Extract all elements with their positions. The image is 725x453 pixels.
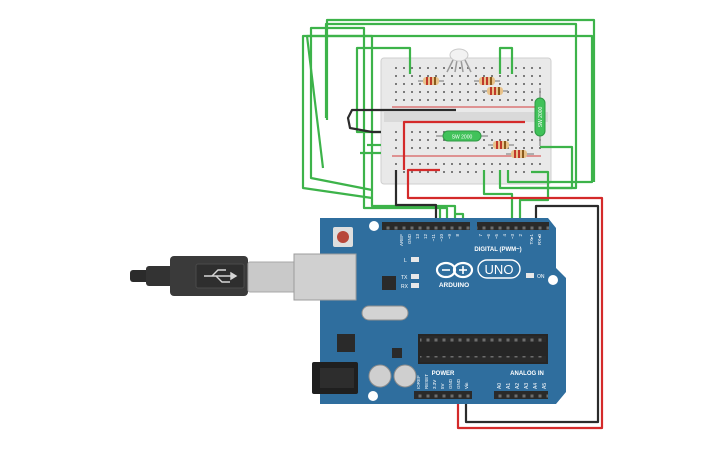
wire-green-loop-top-3 — [325, 18, 596, 182]
regulator — [337, 334, 355, 352]
switch-center[interactable]: SW 2000 — [436, 130, 488, 142]
wire-green-top-right — [498, 46, 514, 74]
pin-label: TX▸1 — [529, 234, 534, 245]
resistor-1[interactable] — [418, 77, 444, 85]
pin-label: AREF — [399, 234, 404, 246]
usb-port — [293, 253, 357, 301]
model-badge — [477, 259, 521, 279]
led-tx — [411, 274, 419, 279]
chip-small — [382, 276, 396, 290]
wire-green-right-1 — [520, 145, 574, 190]
wire-green-right-3 — [518, 170, 550, 228]
wire-black-power — [464, 204, 600, 424]
mounting-hole-right — [548, 275, 558, 285]
pin-label: RX◂0 — [537, 234, 542, 246]
usb-cable[interactable] — [130, 256, 297, 296]
brand-label: ARDUINO — [439, 282, 469, 289]
pin-label: 7 — [478, 234, 483, 237]
pin-label: Vin — [464, 382, 469, 389]
pin-label: 2 — [518, 234, 523, 237]
pin-label: 8 — [455, 234, 460, 237]
red-wires[interactable] — [402, 120, 604, 430]
resistor-3[interactable] — [482, 87, 508, 95]
power-header[interactable] — [414, 391, 472, 399]
resistor-4[interactable] — [488, 141, 514, 149]
digital-label: DIGITAL (PWM~) — [474, 247, 521, 253]
pin-label: A1 — [506, 383, 512, 389]
pin-label: A5 — [542, 383, 548, 389]
pin-label: ~11 — [431, 234, 436, 242]
mounting-hole-top-left — [369, 221, 379, 231]
analog-pin-labels: A0 A1 A2 A3 A4 A5 — [497, 383, 548, 389]
switch-center-label: SW 2000 — [452, 135, 473, 141]
model-label: UNO — [485, 262, 514, 277]
led-l-label: L — [404, 258, 407, 264]
chip-tiny — [392, 348, 402, 358]
pin-label: A2 — [515, 383, 521, 389]
pin-label: A4 — [533, 383, 539, 389]
pin-label: 13 — [415, 234, 420, 240]
resistor-2[interactable] — [474, 77, 500, 85]
pin-label: A3 — [524, 383, 530, 389]
on-led — [526, 273, 534, 278]
crystal — [361, 305, 409, 321]
wire-green-outer-2 — [309, 26, 449, 228]
wire-green-loop-top-2 — [305, 34, 594, 184]
digital-pin-labels: AREF GND 13 12 ~11 ~10 ~9 8 7 ~6 ~5 4 ~3… — [399, 233, 542, 246]
switch-right-label: SW 2000 — [538, 107, 544, 128]
led-l — [411, 257, 419, 262]
pin-label: 12 — [423, 234, 428, 240]
pin-label: ~3 — [510, 234, 515, 240]
pin-label: ~9 — [447, 234, 452, 240]
pin-label: ~10 — [439, 234, 444, 242]
wire-red-rail — [402, 120, 525, 170]
led-rx-label: RX — [401, 284, 409, 290]
mounting-hole-bottom-left — [368, 391, 378, 401]
digital-header-right[interactable] — [477, 222, 549, 230]
pin-label: 4 — [502, 234, 507, 237]
wire-green-breadboard-1 — [355, 46, 412, 110]
pin-label: ~6 — [486, 234, 491, 240]
switch-right[interactable]: SW 2000 — [534, 88, 546, 146]
analog-header[interactable] — [494, 391, 548, 399]
wire-green-right-2 — [482, 170, 514, 228]
led-rx — [411, 283, 419, 288]
analog-label: ANALOG IN — [510, 371, 544, 377]
black-wires[interactable] — [346, 108, 600, 424]
resistor-5[interactable] — [506, 150, 534, 158]
pin-label: GND — [456, 378, 461, 389]
power-label: POWER — [432, 371, 455, 377]
green-wires[interactable] — [301, 18, 596, 228]
capacitor-1 — [368, 364, 392, 388]
led-tx-label: TX — [401, 275, 408, 281]
capacitor-2 — [393, 364, 417, 388]
pin-label: GND — [448, 378, 453, 389]
pin-label: A0 — [497, 383, 503, 389]
pin-label: GND — [407, 233, 412, 244]
usb-symbol-icon — [204, 269, 238, 283]
arduino-uno-board[interactable]: ARDUINO UNO ON L TX RX AREF GND 13 12 ~1… — [293, 218, 566, 404]
wire-green-breadboard-2 — [355, 110, 381, 134]
pin-label: RESET — [424, 374, 429, 389]
arduino-logo-icon — [435, 261, 474, 279]
power-pin-labels: IOREF RESET 3.3V 5V GND GND Vin — [416, 374, 469, 389]
digital-header-left[interactable] — [382, 222, 470, 230]
pin-label: ~5 — [494, 234, 499, 240]
wire-black-gnd — [394, 170, 438, 228]
wire-red-5v — [406, 168, 604, 430]
pin-label: IOREF — [416, 375, 421, 389]
pin-label: 5V — [440, 383, 445, 389]
wire-black-loop — [346, 108, 456, 134]
rgb-led[interactable] — [446, 48, 472, 73]
on-label: ON — [537, 274, 545, 280]
pin-label: 3.3V — [432, 380, 437, 389]
